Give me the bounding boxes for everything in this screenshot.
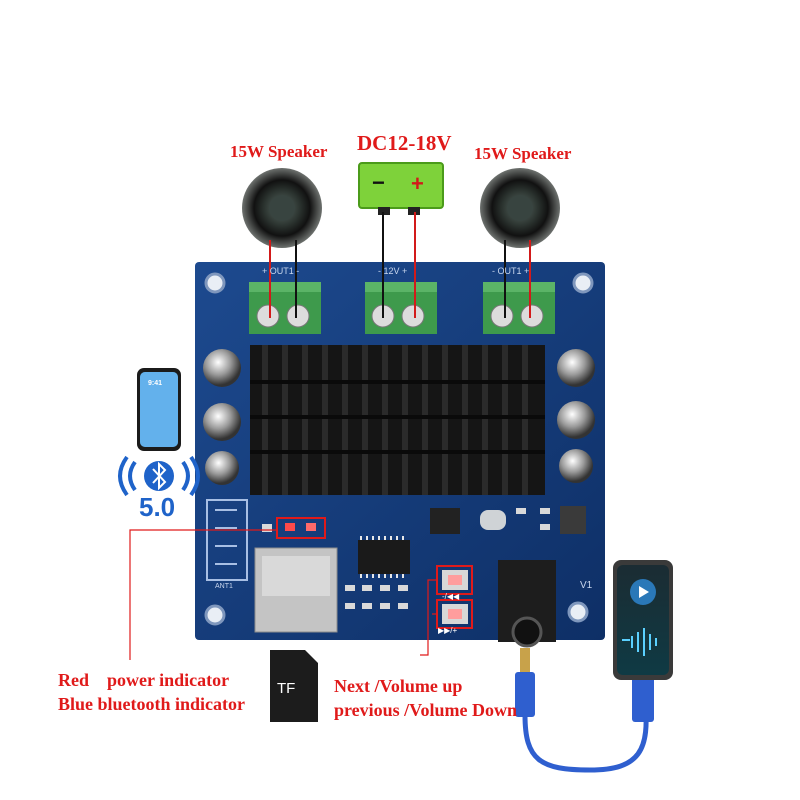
wires	[269, 212, 531, 318]
heatsink	[250, 345, 545, 495]
phone-time: 9:41	[148, 380, 163, 387]
speaker-icon	[242, 168, 560, 248]
silk-out1-left: + OUT1 -	[262, 266, 300, 276]
speaker-label-right: 15W Speaker	[474, 144, 572, 163]
smartphone-icon	[137, 368, 181, 451]
silk-ant: ANT1	[215, 583, 233, 590]
button-label-2: previous /Volume Down	[334, 700, 518, 720]
battery-icon	[358, 162, 444, 215]
tf-card-label: TF	[277, 680, 296, 697]
button-label-1: Next /Volume up	[334, 676, 463, 696]
silk-version: V1	[580, 580, 593, 591]
silk-out1-right: - OUT1 +	[492, 266, 530, 276]
battery-minus: −	[372, 170, 385, 195]
indicator-label-1: Red power indicator	[58, 670, 230, 690]
mp3-player-icon	[613, 560, 673, 680]
terminal-blocks	[249, 282, 555, 334]
silk-btn-prev: -/◀◀	[442, 592, 460, 601]
silk-btn-next: ▶▶/+	[438, 626, 458, 635]
power-label: DC12-18V	[357, 131, 452, 155]
leader-lines	[129, 529, 437, 660]
battery-plus: +	[411, 171, 424, 196]
silk-vin: - 12V +	[378, 266, 408, 276]
led-indicators	[262, 517, 326, 539]
bt-version: 5.0	[139, 492, 176, 522]
tf-card-icon	[270, 650, 318, 722]
chips	[345, 506, 586, 609]
audio-jack	[498, 560, 556, 648]
speaker-label-left: 15W Speaker	[230, 142, 328, 161]
cable	[515, 648, 654, 773]
capacitors	[203, 349, 595, 485]
bluetooth-icon	[118, 455, 200, 497]
indicator-label-2: Blue bluetooth indicator	[58, 694, 246, 714]
